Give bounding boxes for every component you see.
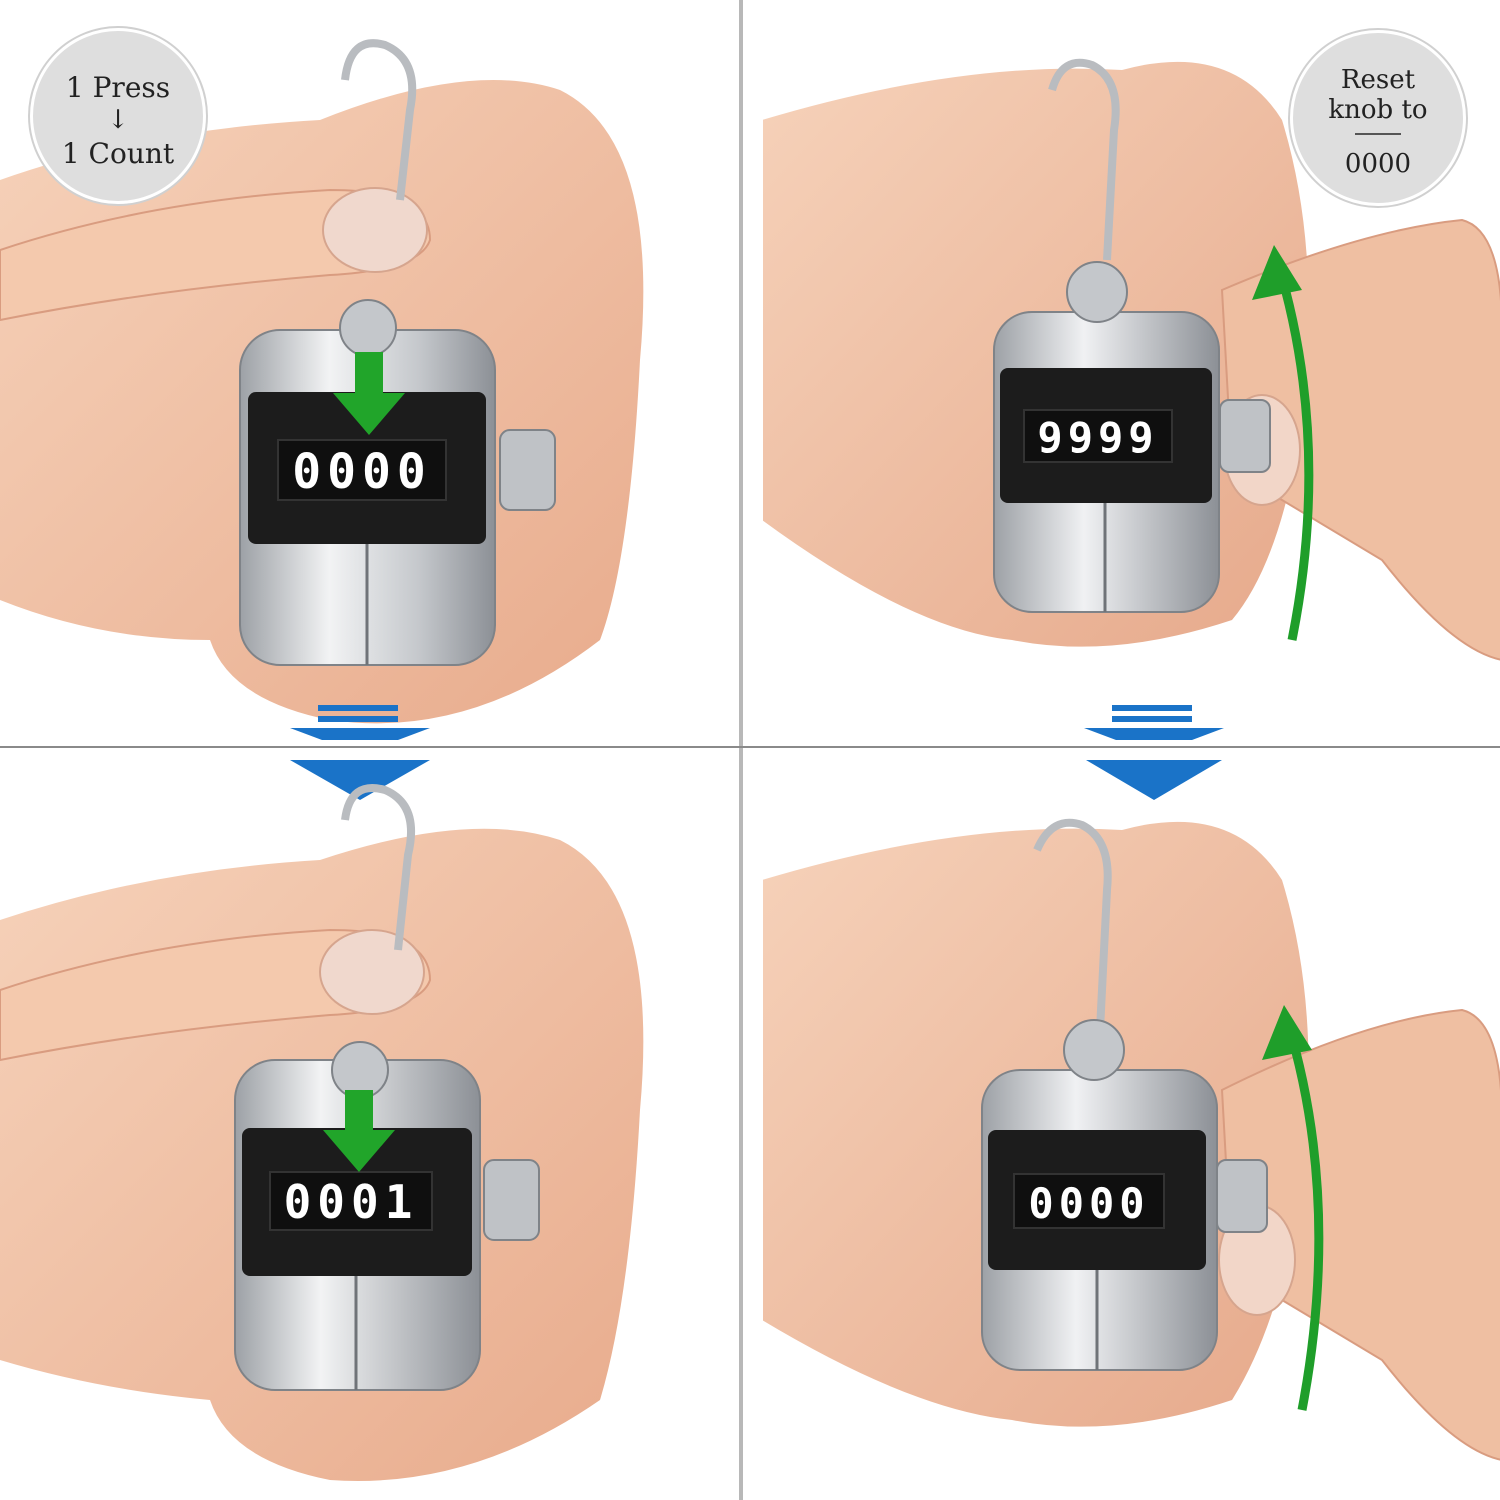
reset-badge: Reset knob to 0000 xyxy=(1290,30,1466,206)
counter-digits: 9999 xyxy=(1037,413,1158,462)
reset-knob xyxy=(1219,399,1271,473)
counter-digits: 0000 xyxy=(292,444,432,500)
reset-knob xyxy=(1216,1159,1268,1233)
reset-rotation-arrow-icon xyxy=(1272,258,1314,641)
count-badge-line1: 1 Press xyxy=(65,71,171,104)
reset-knob xyxy=(483,1159,540,1241)
counter-digits: 0000 xyxy=(1028,1179,1149,1228)
panel-reset-after: 0000 xyxy=(762,760,1500,1500)
reset-knob xyxy=(499,429,556,511)
panel-press-count: 0000 1 Press ↓ 1 Count xyxy=(0,0,740,740)
reset-rotation-arrow-icon xyxy=(1282,1018,1324,1411)
reset-badge-line1: Reset xyxy=(1340,65,1416,95)
counter-digits: 0001 xyxy=(284,1175,419,1229)
count-badge-line2: 1 Count xyxy=(61,137,175,170)
horizontal-divider xyxy=(0,746,1500,748)
panel-after-press: 0001 xyxy=(0,760,740,1500)
flow-arrow-icon xyxy=(290,705,430,740)
panel-reset-before: 9999 Reset knob to 0000 xyxy=(762,0,1500,740)
reset-badge-line2: knob to xyxy=(1328,95,1428,125)
count-badge: 1 Press ↓ 1 Count xyxy=(30,28,206,204)
press-arrow-icon xyxy=(323,1090,395,1172)
down-arrow-icon: ↓ xyxy=(107,105,129,135)
press-arrow-icon xyxy=(333,352,405,435)
flow-arrow-icon xyxy=(1084,705,1224,740)
vertical-divider xyxy=(737,0,763,1500)
reset-badge-line3: 0000 xyxy=(1344,149,1412,179)
badge-divider xyxy=(1355,133,1401,135)
